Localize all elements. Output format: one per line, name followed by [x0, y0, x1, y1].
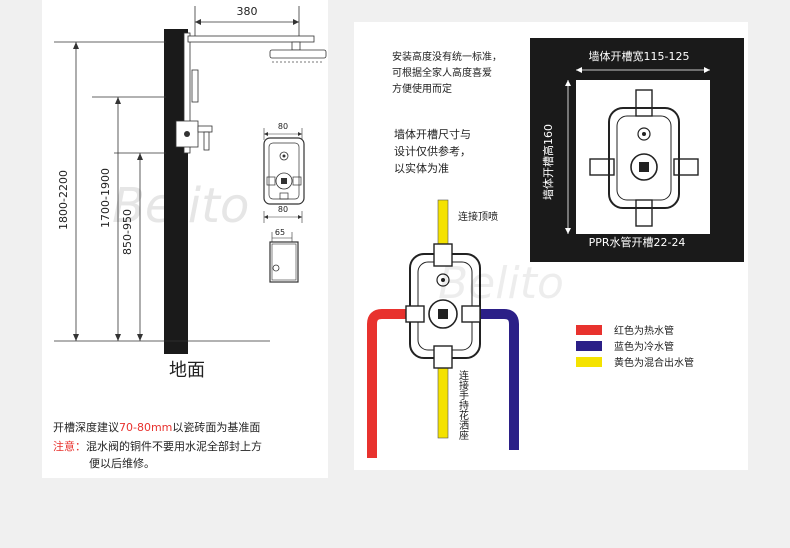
warning-note: 注意：混水阀的铜件不要用水泥全部封上方 — [53, 440, 262, 453]
slot-note-line2: 设计仅供参考， — [394, 144, 471, 158]
shower-head — [269, 49, 327, 59]
install-note-line1: 安装高度没有统一标准， — [392, 50, 502, 63]
top-dimension-label: 380 — [237, 5, 258, 18]
legend-swatch-hot — [576, 325, 602, 335]
mixer-valve-body — [405, 243, 481, 369]
slot-width-label: 墙体开槽宽115-125 — [589, 49, 690, 63]
ppr-slot-label: PPR水管开槽22-24 — [589, 235, 686, 249]
box-width-label-2: 80 — [278, 205, 288, 214]
valve-box-front-view — [263, 137, 305, 205]
warning-label: 注意： — [53, 440, 86, 453]
hand-shower-label: 连接手持花洒座 — [457, 369, 469, 440]
floor-label: 地面 — [169, 360, 205, 381]
legend-swatch-mixed — [576, 357, 602, 367]
pipe-connection-panel: 安装高度没有统一标准， 可根据全家人高度喜爱 方便使用而定 墙体开槽尺寸与 设计… — [354, 22, 748, 470]
pipe-color-legend: 红色为热水管 蓝色为冷水管 黄色为混合出水管 — [576, 324, 694, 369]
pipe-diagram: 安装高度没有统一标准， 可根据全家人高度喜爱 方便使用而定 墙体开槽尺寸与 设计… — [367, 38, 744, 458]
shower-column — [183, 32, 191, 154]
shower-arm — [187, 35, 315, 43]
install-note-line3: 方便使用而定 — [392, 82, 452, 95]
valve-box-side-view — [269, 241, 299, 283]
box-depth-label: 65 — [275, 228, 285, 237]
slot-depth-value: 70-80mm — [119, 421, 173, 434]
height-label-holder: 1700-1900 — [99, 168, 112, 228]
installation-height-panel: Belito 380 地面 1800-2200 — [42, 0, 328, 478]
slot-opening — [576, 80, 710, 234]
slot-height-label: 墙体开槽高160 — [541, 124, 555, 200]
top-shower-label: 连接顶喷 — [458, 210, 498, 223]
legend-label-hot: 红色为热水管 — [614, 324, 674, 337]
watermark-right: Belito — [438, 258, 564, 309]
box-width-label-1: 80 — [278, 122, 288, 131]
slot-note-line3: 以实体为准 — [394, 161, 449, 175]
legend-swatch-cold — [576, 341, 602, 351]
warning-note-line2: 便以后维修。 — [89, 457, 155, 470]
legend-label-cold: 蓝色为冷水管 — [614, 340, 674, 353]
height-diagram: Belito 380 地面 1800-2200 — [54, 5, 327, 381]
cold-water-pipe — [468, 309, 519, 450]
height-label-shower: 1800-2200 — [57, 170, 70, 230]
hot-water-pipe — [367, 309, 418, 458]
slot-depth-note: 开槽深度建议70-80mm以瓷砖面为基准面 — [53, 421, 261, 434]
legend-label-mixed: 黄色为混合出水管 — [614, 356, 694, 369]
install-note-line2: 可根据全家人高度喜爱 — [392, 66, 492, 79]
height-label-valve: 850-950 — [121, 209, 134, 255]
slot-note-line1: 墙体开槽尺寸与 — [394, 127, 471, 141]
slot-valve-body — [589, 89, 699, 227]
